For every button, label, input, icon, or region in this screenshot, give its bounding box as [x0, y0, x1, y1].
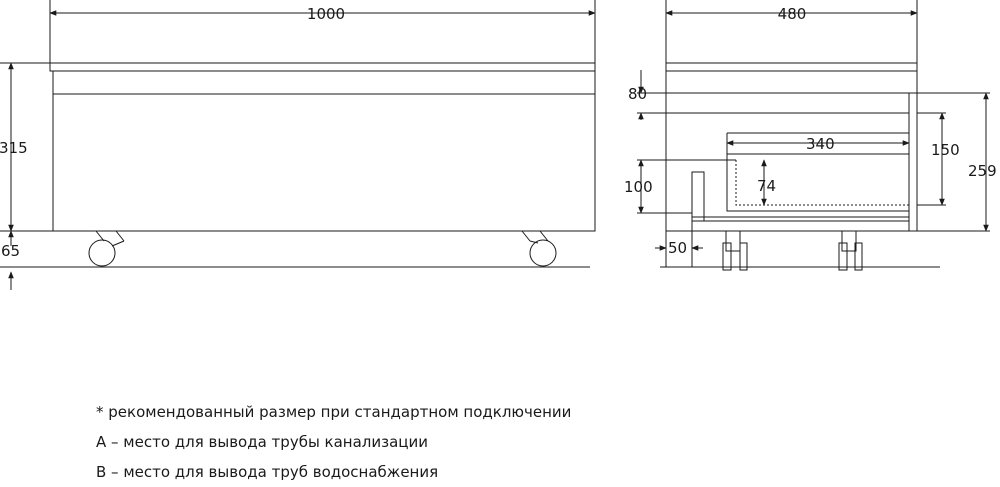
notes-block: * рекомендованный размер при стандартном… [96, 397, 571, 487]
side-leg-right [838, 230, 863, 271]
note-recommended: * рекомендованный размер при стандартном… [96, 403, 572, 421]
note-water-supply: В – место для вывода труб водоснабжения [96, 463, 439, 481]
side-recommended-label: 74 [757, 177, 776, 195]
front-width-label: 1000 [307, 5, 345, 23]
side-top-plate [665, 62, 918, 72]
side-view: 480 80 100 340 74 150 259 50 [624, 0, 997, 271]
side-pipe-zone-label: 100 [624, 178, 653, 196]
front-top-plate [49, 62, 596, 72]
side-inner-width-label: 340 [806, 135, 835, 153]
side-depth-label: 480 [778, 5, 807, 23]
front-height-label: 315 [0, 139, 28, 157]
side-leg-left [722, 230, 748, 271]
side-total-label: 259 [968, 162, 997, 180]
front-wheel-label: 65 [1, 242, 20, 260]
side-top-label: 80 [628, 85, 647, 103]
side-drawer-height-label: 150 [931, 141, 960, 159]
side-front-panel [908, 92, 918, 232]
front-left-wheel [88, 230, 125, 267]
note-drain-outlet: А – место для вывода трубы канализации [96, 433, 429, 451]
front-cabinet-body [52, 70, 596, 232]
side-bottom-offset-label: 50 [668, 239, 687, 257]
front-right-wheel [521, 230, 557, 267]
side-recommended-zone [735, 160, 909, 206]
side-pipe-post [691, 171, 705, 222]
side-drawer-inner [726, 133, 909, 212]
front-view: 1000 315 65 [0, 0, 596, 290]
